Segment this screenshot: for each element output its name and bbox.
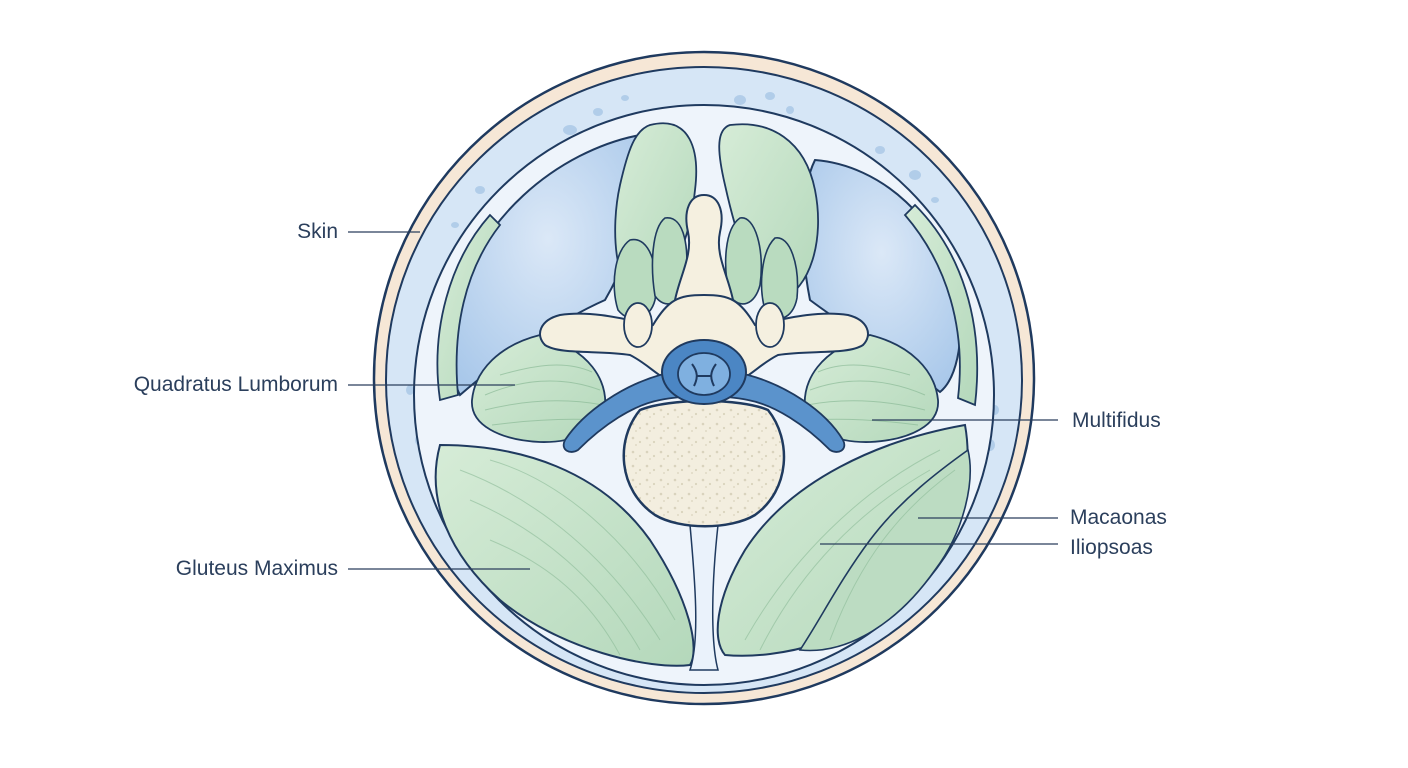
vertebral-body [622, 399, 786, 528]
gluteus-fibers-left [459, 459, 676, 656]
spinal-cord [677, 352, 731, 396]
macaonas-muscle [798, 448, 971, 652]
leader-lines [348, 231, 1058, 570]
left-lateral-muscle [436, 213, 502, 402]
right-articular-process [755, 302, 785, 348]
label-gluteus-maximus: Gluteus Maximus [175, 557, 338, 580]
label-skin: Skin [297, 220, 338, 243]
label-multifidus: Multifidus [1072, 409, 1161, 432]
label-macaonas: Macaonas [1070, 506, 1167, 529]
cord-grey-matter [691, 363, 717, 387]
iliopsoas-fibers [744, 449, 956, 651]
right-lateral-muscle [903, 203, 979, 407]
left-articular-process [623, 302, 653, 348]
gluteus-maximus-left [434, 443, 695, 667]
right-multifidus-muscle [724, 217, 763, 305]
multifidus-right-fan [803, 334, 939, 443]
label-quadratus-lumborum: Quadratus Lumborum [133, 373, 338, 396]
midline-septum [688, 524, 719, 671]
quadratus-lumborum-left [471, 334, 607, 443]
label-iliopsoas: Iliopsoas [1070, 536, 1153, 559]
